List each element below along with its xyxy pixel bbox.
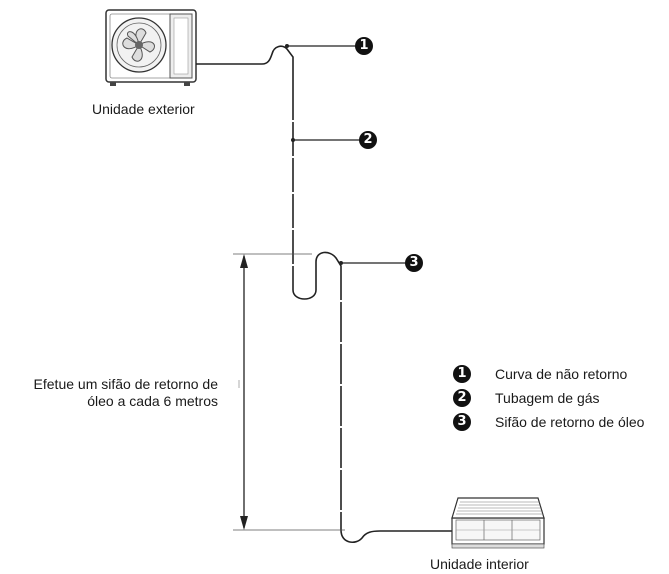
indoor-unit-icon [451,497,545,549]
callout-1: 1 [355,37,373,55]
gas-pipe [196,45,452,544]
legend-item-3: 3 Sifão de retorno de óleo [453,412,644,432]
outdoor-unit-icon [105,9,197,86]
legend-text-2: Tubagem de gás [495,390,600,406]
callout-2: 2 [359,131,377,149]
height-note-line1: Efetue um sifão de retorno de [33,376,218,392]
indoor-unit-label: Unidade interior [430,556,529,572]
height-note-line2: óleo a cada 6 metros [87,393,218,409]
callout-3: 3 [405,254,423,272]
legend-item-2: 2 Tubagem de gás [453,388,600,408]
outdoor-unit-label: Unidade exterior [92,101,195,117]
legend-text-3: Sifão de retorno de óleo [495,414,645,430]
legend-number-2: 2 [453,389,471,407]
legend-number-1: 1 [453,365,471,383]
legend-text-1: Curva de não retorno [495,366,628,382]
height-note: Efetue um sifão de retorno de óleo a cad… [8,376,218,410]
legend-item-1: 1 Curva de não retorno [453,364,627,384]
legend-number-3: 3 [453,413,471,431]
